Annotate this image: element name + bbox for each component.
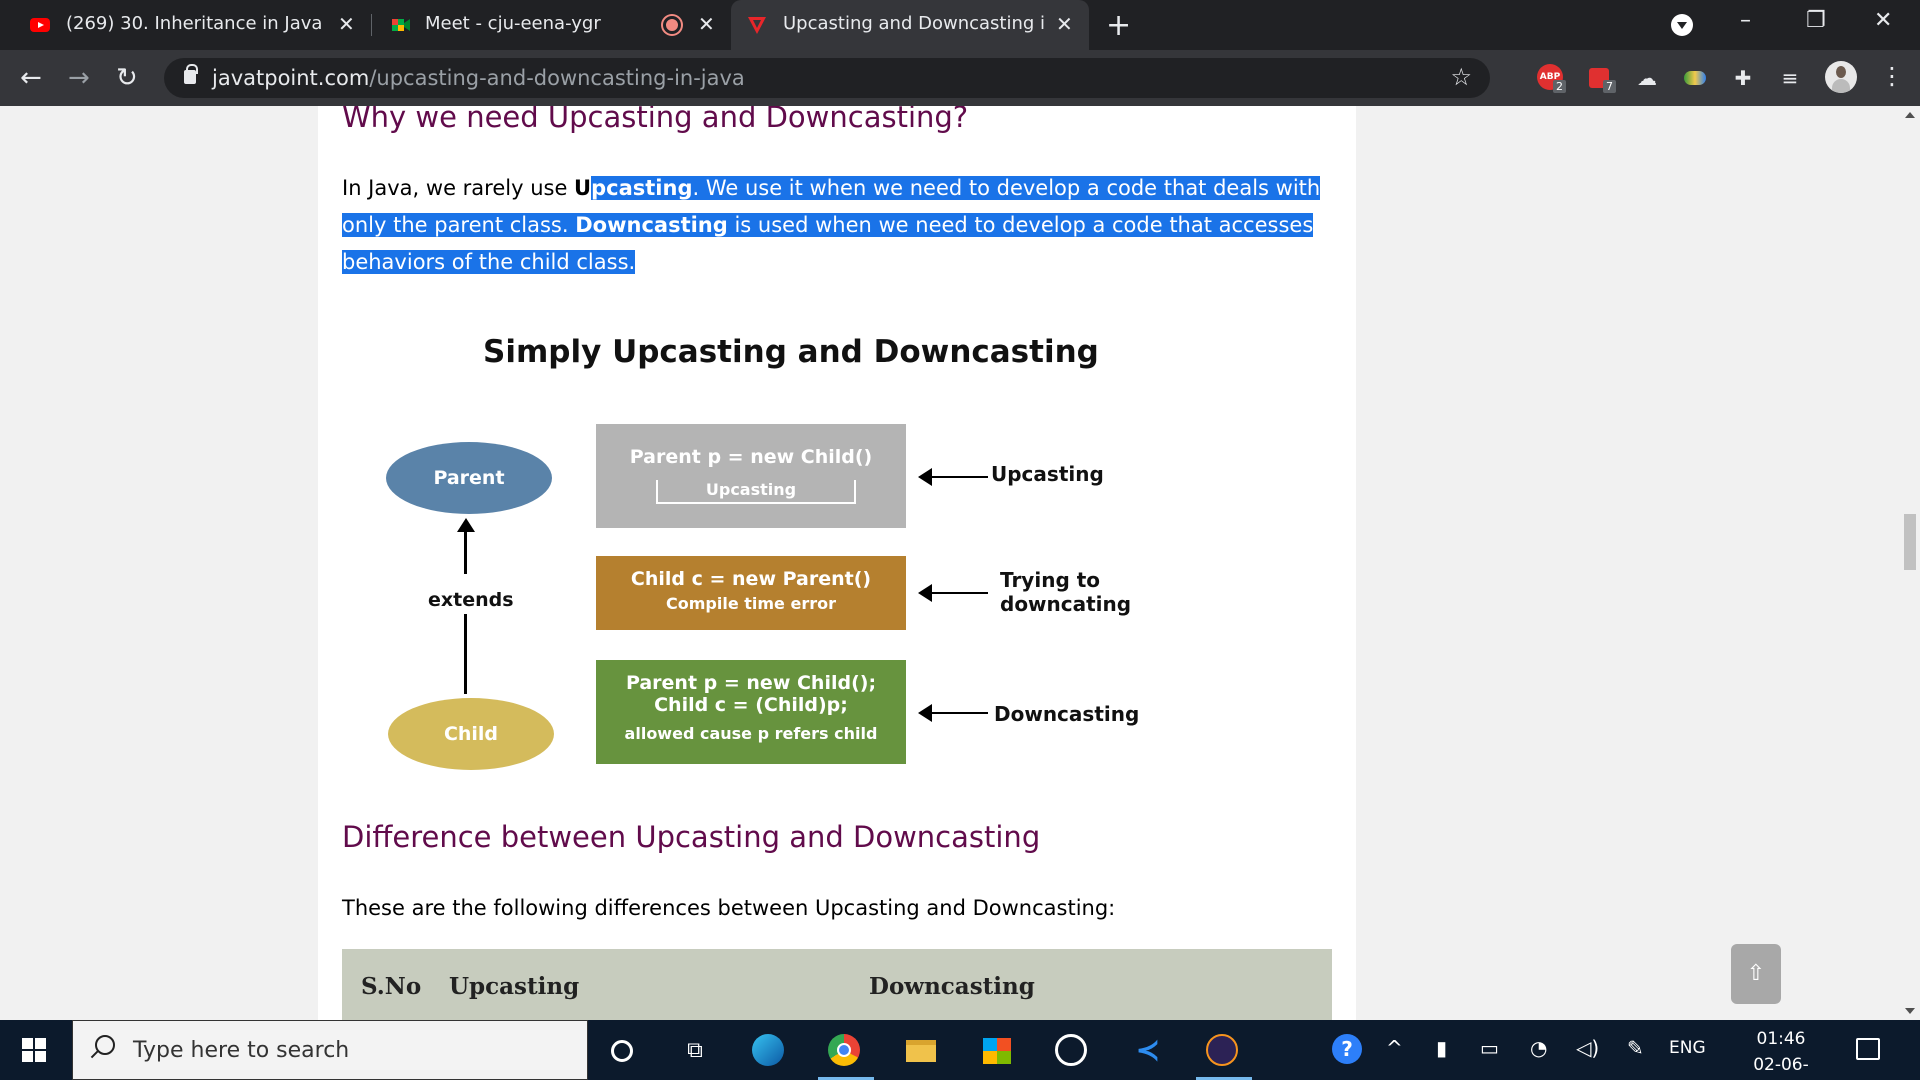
back-icon[interactable]: ← [20,63,42,93]
wifi-icon[interactable]: ◔ [1530,1036,1548,1060]
microphone-icon[interactable]: ▮ [1436,1036,1448,1060]
tab-youtube[interactable]: (269) 30. Inheritance in Java | Java ✕ [0,0,370,50]
edge-icon[interactable] [752,1034,786,1068]
scroll-to-top-button[interactable]: ⇧ [1731,944,1781,1004]
browser-toolbar: ← → ↻ javatpoint.com/upcasting-and-downc… [0,50,1920,106]
bookmark-star-icon[interactable]: ☆ [1450,63,1472,91]
tab-javatpoint[interactable]: Upcasting and Downcasting in Java ✕ [731,0,1089,50]
paragraph: These are the following differences betw… [342,896,1116,920]
article: Why we need Upcasting and Downcasting? I… [318,106,1356,1020]
chrome-icon[interactable] [828,1034,862,1068]
language-indicator[interactable]: ENG [1669,1038,1706,1058]
section-heading: Difference between Upcasting and Downcas… [342,820,1041,854]
forward-icon[interactable]: → [68,63,90,93]
table-header: S.No Upcasting Downcasting [342,949,1332,1020]
windows-taskbar: Type here to search ⧉ ≺ ? ^ ▮ ▭ ◔ ◁) ✎ E… [0,1020,1920,1080]
task-view-icon[interactable]: ⧉ [687,1038,703,1063]
pen-icon[interactable]: ✎ [1627,1036,1644,1060]
extends-label: extends [428,589,514,611]
vertical-scrollbar[interactable] [1900,106,1920,1020]
lock-icon [184,64,198,84]
extends-line-top [464,530,467,574]
search-placeholder: Type here to search [133,1038,350,1063]
left-arrow-icon [918,704,988,722]
close-icon[interactable]: ✕ [698,12,715,36]
upcasting-label: Upcasting [991,462,1104,486]
extension-icon[interactable]: 7 [1585,64,1616,93]
javatpoint-icon [748,17,766,34]
notification-icon[interactable] [1856,1038,1880,1060]
clock[interactable]: 01:46 02-06-2021 [1753,1029,1809,1075]
url-text[interactable]: javatpoint.com/upcasting-and-downcasting… [212,66,745,90]
vscode-icon[interactable]: ≺ [1135,1033,1161,1068]
volume-icon[interactable]: ◁) [1576,1036,1600,1060]
battery-icon[interactable]: ▭ [1480,1036,1499,1060]
reload-icon[interactable]: ↻ [116,63,138,93]
new-tab-button[interactable]: + [1106,8,1132,43]
cloud-icon[interactable]: ☁ [1637,66,1657,90]
section-heading: Why we need Upcasting and Downcasting? [342,106,969,134]
window-close-button[interactable]: ✕ [1874,8,1893,33]
compile-error-box: Child c = new Parent() Compile time erro… [596,556,906,630]
downcasting-box: Parent p = new Child(); Child c = (Child… [596,660,906,764]
scroll-up-icon[interactable] [1905,112,1915,118]
left-arrow-icon [918,584,988,602]
tab-separator [371,14,372,36]
downcasting-label: Downcasting [994,702,1140,726]
tab-label: (269) 30. Inheritance in Java | Java [66,13,328,34]
file-explorer-icon[interactable] [904,1034,938,1068]
eclipse-icon[interactable] [1206,1034,1240,1068]
extends-line-bottom [464,614,467,694]
upcasting-box: Parent p = new Child() Upcasting [596,424,906,528]
column-header: Downcasting [869,973,1035,1000]
browser-tab-strip: (269) 30. Inheritance in Java | Java ✕ M… [0,0,1920,50]
diagram-title: Simply Upcasting and Downcasting [483,334,1099,370]
restore-button[interactable]: ❐ [1806,8,1826,33]
windows-start-icon[interactable] [22,1038,46,1062]
media-icon[interactable]: ≡ [1781,66,1799,90]
store-icon[interactable] [980,1034,1014,1068]
menu-icon[interactable]: ⋮ [1880,62,1904,90]
tab-meet[interactable]: Meet - cju-eena-ygr ✕ [373,0,729,50]
cortana-icon[interactable] [605,1034,639,1068]
tab-search-icon[interactable] [1671,14,1693,36]
page-viewport: Why we need Upcasting and Downcasting? I… [0,106,1900,1020]
close-icon[interactable]: ✕ [1056,12,1073,36]
chevron-up-icon[interactable]: ^ [1386,1036,1403,1060]
app-icon[interactable] [1055,1034,1089,1068]
column-header: S.No [361,973,422,1000]
up-arrow-icon [457,518,475,532]
tab-label: Meet - cju-eena-ygr [425,13,601,34]
color-icon[interactable] [1681,64,1709,92]
column-header: Upcasting [449,973,580,1000]
address-bar[interactable]: javatpoint.com/upcasting-and-downcasting… [164,58,1490,98]
active-app-indicator [1196,1077,1252,1080]
child-node: Child [388,698,554,770]
parent-node: Parent [386,442,552,514]
scrollbar-thumb[interactable] [1904,514,1916,570]
youtube-icon [30,18,50,32]
close-icon[interactable]: ✕ [338,12,355,36]
minimize-button[interactable]: – [1740,8,1751,33]
help-icon[interactable]: ? [1332,1034,1362,1064]
puzzle-icon[interactable]: ✚ [1734,66,1752,90]
recording-icon [663,16,681,34]
meet-icon [392,19,410,31]
active-app-indicator [818,1077,874,1080]
search-icon [95,1035,115,1055]
taskbar-search-box[interactable]: Type here to search [72,1020,588,1080]
left-arrow-icon [918,468,988,486]
upcasting-loop-arrow [656,480,856,504]
tab-label: Upcasting and Downcasting in Java [783,13,1045,34]
profile-avatar[interactable] [1825,61,1857,93]
scroll-down-icon[interactable] [1905,1008,1915,1014]
paragraph: In Java, we rarely use Upcasting. We use… [342,176,1321,274]
